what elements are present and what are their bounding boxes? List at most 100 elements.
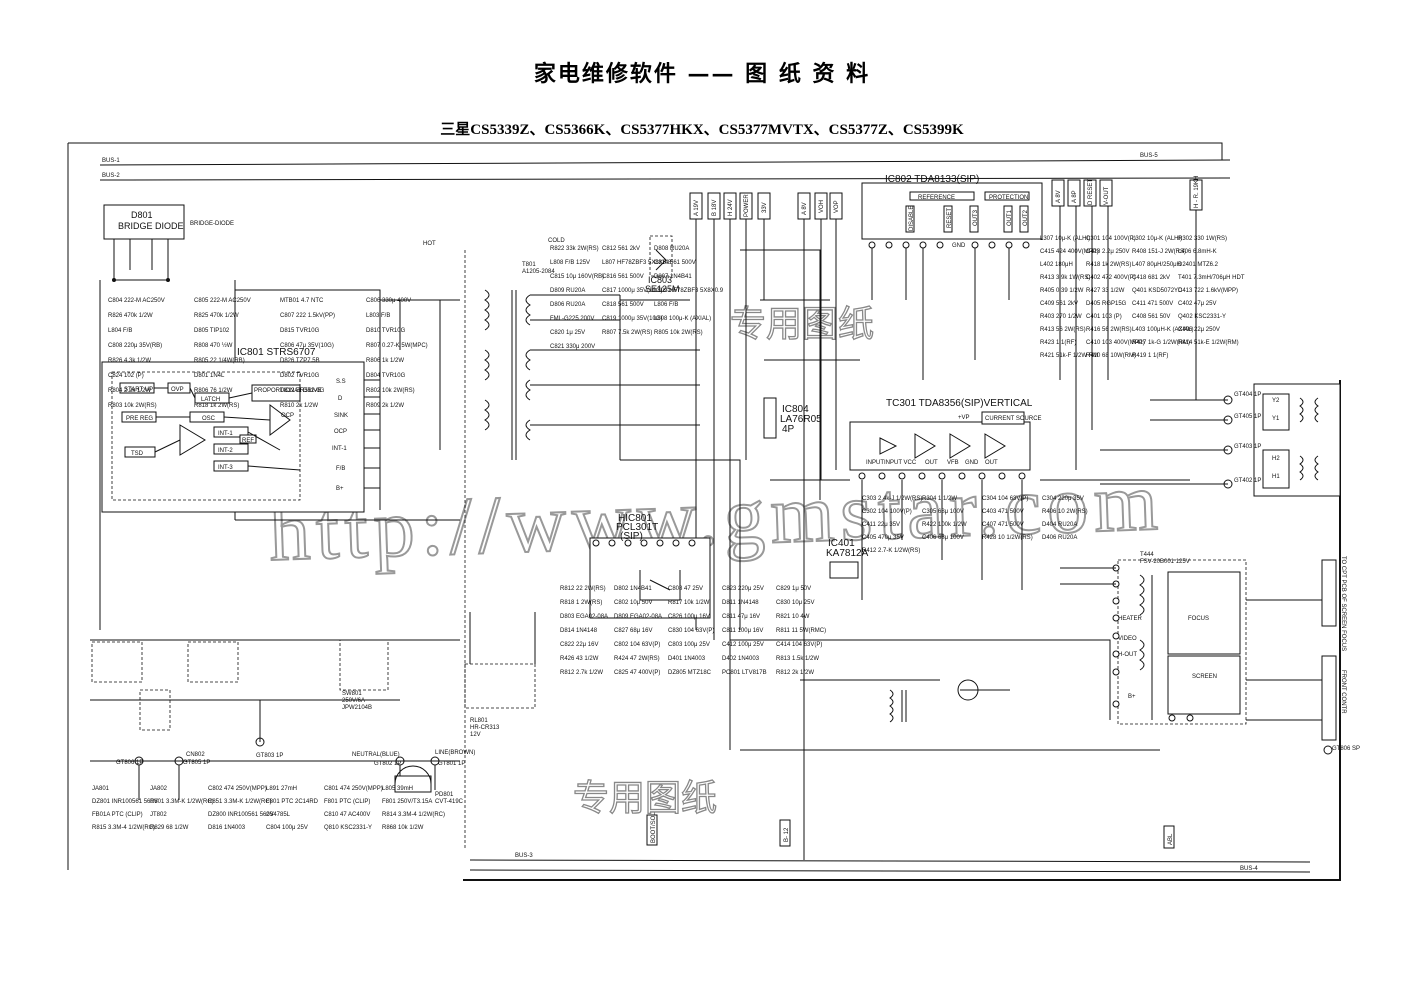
component-label: PC801 LTV817B	[722, 670, 767, 676]
hic801-pins	[592, 539, 696, 547]
component-label: R412 2.7-K 1/2W(RS)	[862, 548, 920, 554]
component-label: D809 RU20A	[550, 288, 585, 294]
svg-text:V-OUT: V-OUT	[1104, 186, 1110, 205]
component-label: C829 1μ 50V	[776, 586, 811, 592]
zone-hot-label: HOT	[423, 241, 436, 247]
svg-text:PROTECTION: PROTECTION	[989, 195, 1028, 201]
component-label: R403 270 1/2W	[1040, 314, 1082, 320]
tc301-name: TC301 TDA8356(SIP)VERTICAL	[886, 398, 1033, 409]
component-label: Q402 KSC2331-Y	[1178, 314, 1226, 320]
ic401-name: IC401	[828, 538, 855, 549]
hic801-block: HIC801 PCL301T (SIP)	[589, 513, 711, 619]
svg-text:BOOT/SOL: BOOT/SOL	[651, 812, 657, 843]
bus-label-2: BUS-2	[102, 173, 120, 179]
ic801-latch: LATCH	[201, 397, 220, 403]
component-label: C403 471 500V	[982, 509, 1024, 515]
model-list: 三星CS5339Z、CS5366K、CS5377HKX、CS5377MVTX、C…	[440, 122, 964, 138]
component-label: L804 F/B	[108, 328, 132, 334]
svg-text:OUT3: OUT3	[973, 209, 979, 226]
svg-text:OUT1: OUT1	[1007, 209, 1013, 226]
ic804-sub: 4P	[782, 424, 795, 435]
svg-text:Y1: Y1	[1272, 416, 1280, 422]
component-label: L302 10μ-K (ALHI)	[1132, 236, 1182, 242]
svg-text:B 18V: B 18V	[712, 200, 718, 216]
t444-focus: FOCUS	[1188, 616, 1209, 622]
hic801-sub: (SIP)	[620, 531, 643, 542]
component-label: R814 3.3M-4 1/2W(RC)	[382, 812, 445, 818]
component-label: FB01A PTC (CLIP)	[92, 812, 143, 818]
component-label: T401 7.3mH/706μH HDT	[1178, 275, 1245, 281]
svg-text:+VP: +VP	[958, 415, 970, 421]
component-label: D404 RU20A	[1042, 522, 1077, 528]
component-label: L808 100μ-K (AXIAL)	[654, 316, 711, 322]
ic801-osc: OSC	[202, 416, 216, 422]
t444-pins	[1112, 564, 1194, 722]
tc301-pins	[858, 472, 1026, 480]
component-label: D802 1N4B41	[614, 586, 652, 592]
svg-text:VOH: VOH	[819, 200, 825, 213]
component-label: R808 470 ½W	[194, 342, 233, 349]
component-label: C802 474 250V(MPP)	[208, 786, 267, 792]
svg-text:H1: H1	[1272, 474, 1280, 480]
ic801-int3: INT-3	[218, 465, 233, 471]
component-label: L403 100μH-K (AXIAL)	[1132, 327, 1194, 333]
watermark-url: http://www.gmstar.com	[267, 456, 1165, 578]
bus-label-3: BUS-3	[515, 853, 533, 859]
component-label: R813 1.5k 1/2W	[776, 656, 819, 662]
component-label: C413 722 1.6kV(MPP)	[1178, 288, 1238, 294]
component-label: D2401 MTZ6.2	[1178, 262, 1219, 268]
component-label: D810 TVR10G	[366, 328, 406, 334]
component-label: R408 151-J 2W(RS)	[1132, 249, 1186, 255]
component-label: R426 43 1/2W	[560, 656, 599, 662]
component-label: R424 47 2W(RS)	[614, 656, 660, 662]
component-label: R810 2k 1/2W	[280, 403, 318, 409]
ic804-part: LA76R05	[780, 414, 822, 425]
component-label: D801 1N4L	[194, 373, 225, 379]
component-label: R419 1 1(RF)	[1132, 353, 1168, 359]
component-label: L806 F/B	[654, 302, 678, 308]
svg-text:Y2: Y2	[1272, 398, 1280, 404]
component-label: C412 100μ 25V	[722, 642, 764, 648]
component-label: L307 10μ-K (ALHI)	[1040, 236, 1090, 242]
component-label: C804 222-M AC250V	[108, 298, 165, 304]
component-label: R806 76 1/2W	[194, 388, 233, 394]
svg-text:RESET: RESET	[947, 208, 953, 228]
bus-label-5: BUS-5	[1140, 153, 1158, 159]
sw801-sub: JPW2104B	[342, 705, 372, 711]
component-label: R805 22 1/4W(RB)	[194, 358, 245, 364]
bus-4-line	[469, 869, 1311, 873]
component-label: C817 1000μ 35V(10G)	[602, 288, 663, 294]
component-label: D805 TIP102	[194, 328, 230, 334]
t444-hout: H-OUT	[1118, 652, 1137, 658]
ic801-startup: START UP	[124, 387, 153, 393]
component-label: C304 220μ 35V	[1042, 496, 1084, 502]
svg-text:GT805 1P: GT805 1P	[183, 760, 210, 766]
component-label: C808 47 25V	[668, 586, 703, 592]
component-label: C411 22μ 35V	[862, 522, 900, 528]
component-label: R801 3.3M-K 1/2W(RC)	[150, 799, 214, 805]
component-label: R423 1 1(RF)	[1040, 340, 1076, 346]
svg-text:D: D	[338, 396, 343, 402]
pd801-part: CVT-419C	[435, 799, 464, 805]
component-label: Q401 KSD5072YD	[1132, 288, 1183, 294]
component-label: L891 27mH	[266, 786, 297, 792]
horizontal-section-component-labels: L307 10μ-K (ALHI)C301 104 100V(P)L302 10…	[1040, 236, 1245, 359]
svg-text:INT-1: INT-1	[332, 446, 347, 452]
component-label: C818 561 500V	[602, 302, 644, 308]
ac-input-section: PD801 CVT-419C SW801 250V/6A JPW2104B RL…	[90, 612, 536, 805]
component-label: R818 1k 2W(RS)	[194, 403, 239, 409]
bottom-connectors: GT806 1P GT805 1P GT803 1P GT802 1P GT80…	[90, 737, 1175, 849]
svg-text:S.S: S.S	[336, 379, 346, 385]
ic804-name: IC804	[782, 404, 809, 415]
component-label: C406 68μ 100V	[922, 535, 964, 541]
component-label: L402 180μH	[1040, 262, 1073, 268]
ic801-ovp: OVP	[171, 387, 184, 393]
component-label: R413 56 2W(RS)	[1040, 327, 1086, 333]
svg-text:B+: B+	[336, 486, 344, 492]
t444-heater: HEATER	[1118, 616, 1143, 622]
svg-text:LINE(BROWN): LINE(BROWN)	[435, 750, 475, 756]
svg-text:GT404 1P: GT404 1P	[1234, 392, 1261, 398]
component-label: C803 100μ 25V	[668, 642, 710, 648]
component-label: C410 103 400V(MPP)	[1086, 340, 1145, 346]
